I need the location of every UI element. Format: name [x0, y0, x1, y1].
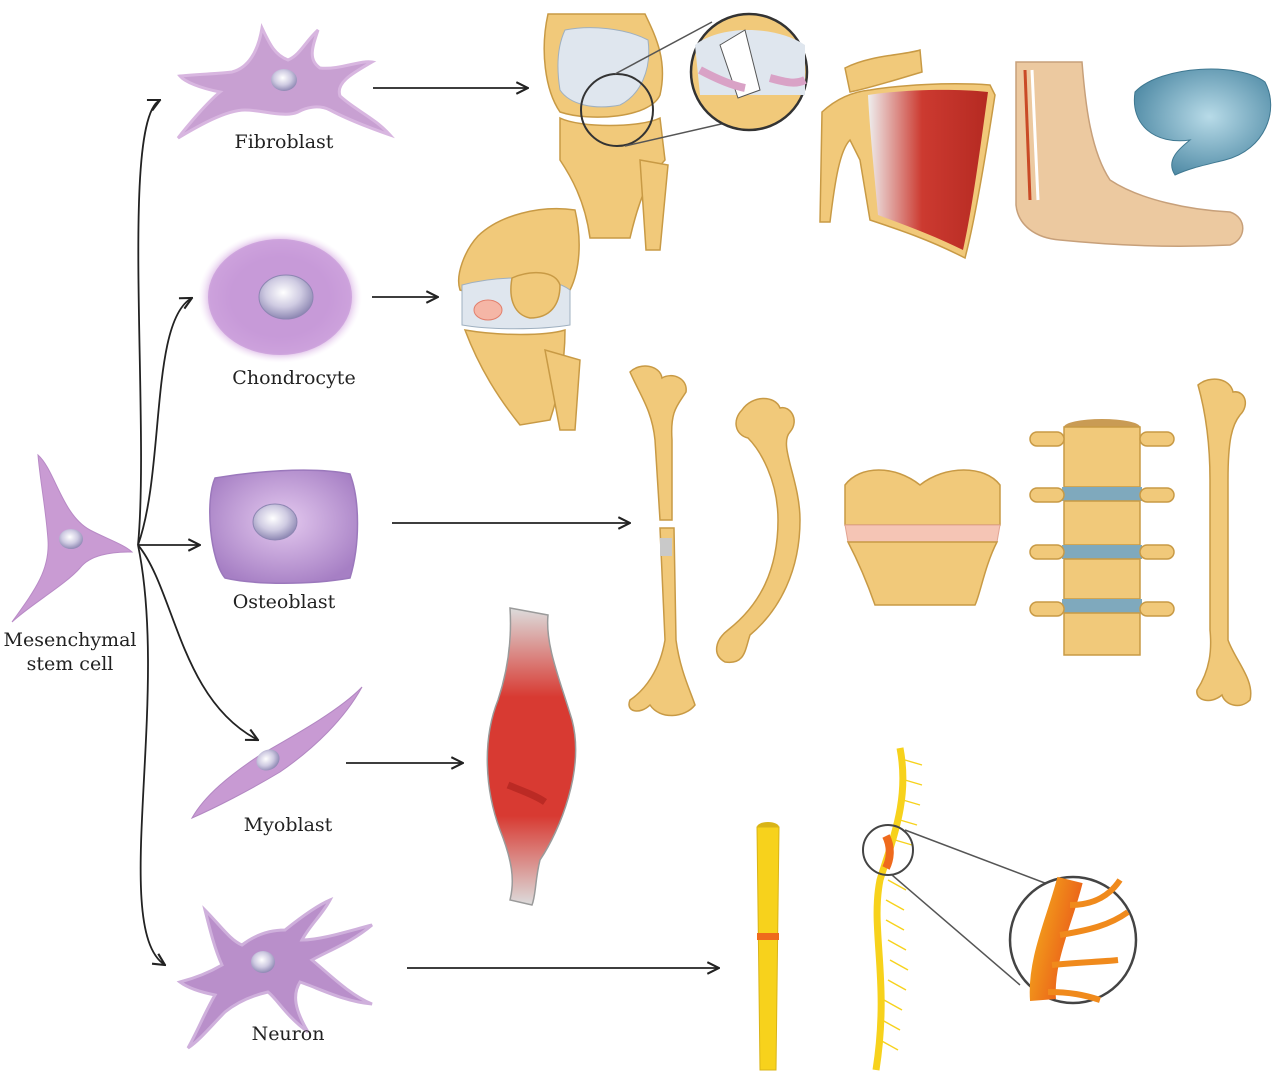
fibroblast-label: Fibroblast [214, 130, 354, 154]
mesenchymal-stem-cell-icon [12, 455, 132, 622]
knee-cartilage-icon [459, 209, 580, 430]
shoulder-muscle-icon [820, 50, 995, 258]
osteoblast-label: Osteoblast [214, 590, 354, 614]
muscle-icon [487, 608, 575, 905]
arrow-to-fibroblast [138, 100, 160, 545]
neuron-label: Neuron [218, 1022, 358, 1046]
chondrocyte-cell-icon [198, 231, 362, 363]
arrow-to-neuron [138, 545, 165, 965]
fractured-femur-icon [629, 366, 695, 715]
myoblast-label: Myoblast [218, 813, 358, 837]
mesenchymal-stem-cell-label: Mesenchymal stem cell [0, 628, 140, 676]
disc-icon [1134, 69, 1270, 175]
fibroblast-cell-icon [178, 28, 390, 138]
arrow-to-chondrocyte [138, 298, 192, 545]
spinal-nerve-icon [863, 748, 1136, 1070]
stem-cell-label-line1: Mesenchymal [0, 628, 140, 652]
osteoblast-cell-icon [210, 470, 358, 583]
nerve-icon [757, 822, 779, 1070]
knee-ligament-icon [544, 14, 807, 250]
spine-icon [1030, 419, 1174, 655]
long-bone-icon [1197, 379, 1251, 705]
growth-plate-icon [845, 470, 1000, 605]
curved-bone-icon [717, 398, 800, 662]
stem-cell-label-line2: stem cell [0, 652, 140, 676]
chondrocyte-label: Chondrocyte [214, 366, 374, 390]
